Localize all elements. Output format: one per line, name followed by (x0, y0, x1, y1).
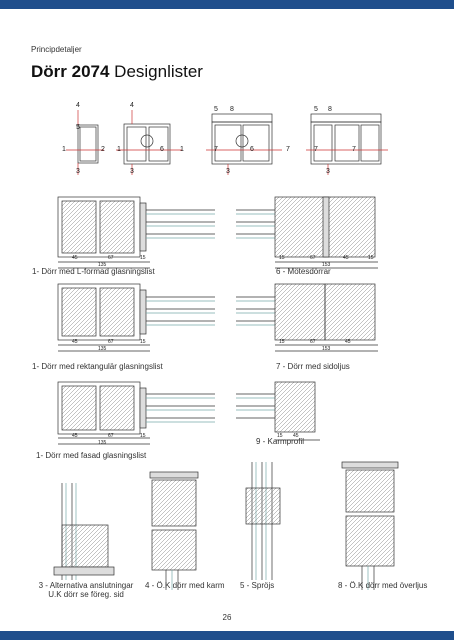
dim: 67 (310, 255, 316, 261)
dim: 67 (310, 339, 316, 345)
bottom-bar (0, 631, 454, 640)
v1-top-label: 4 (76, 102, 80, 109)
v3-bottom-label: 3 (226, 168, 230, 175)
caption-detail-4: 4 - Ö.K dörr med karm (145, 581, 225, 590)
dim: 135 (98, 262, 107, 268)
page-title: Dörr 2074 Designlister (31, 62, 203, 81)
caption-detail-1b: 1- Dörr med rektangulär glasningslist (32, 362, 163, 371)
dim: 15 (368, 255, 374, 261)
dim: 135 (98, 440, 107, 446)
dim: 15 (140, 339, 146, 345)
dim: 15 (140, 255, 146, 261)
v2-bottom-label: 3 (130, 168, 134, 175)
elevation-3 (206, 113, 282, 175)
v2-top-label: 4 (130, 102, 134, 109)
elevation-1 (66, 110, 104, 175)
caption-detail-7: 7 - Dörr med sidoljus (276, 362, 350, 371)
section-label: Principdetaljer (31, 45, 82, 54)
v3-center-label: 6 (250, 146, 254, 153)
dim: 45 (72, 255, 78, 261)
caption-detail-3: 3 - Alternativa anslutningar U.K dörr se… (38, 581, 134, 599)
elevation-4 (306, 113, 388, 175)
dim: 153 (322, 262, 331, 268)
v3-right-label: 7 (286, 146, 290, 153)
dim: 67 (108, 339, 114, 345)
detail-1 (57, 196, 215, 269)
detail-1c (57, 381, 215, 445)
page-number: 26 (222, 613, 232, 622)
dim: 67 (108, 255, 114, 261)
detail-6 (236, 196, 378, 269)
v2-left-label: 1 (117, 146, 121, 153)
v1-right-label: 2 (101, 146, 105, 153)
v3-top-a-label: 5 (214, 106, 218, 113)
top-bar (0, 0, 454, 9)
dim: 45 (293, 433, 299, 439)
dim: 15 (277, 433, 283, 439)
v1-bottom-label: 3 (76, 168, 80, 175)
elevation-2 (116, 110, 182, 175)
v4-top-a-label: 5 (314, 106, 318, 113)
detail-7 (236, 283, 378, 352)
detail-8 (341, 461, 399, 590)
detail-3 (53, 483, 115, 580)
caption-detail-1c: 1- Dörr med fasad glasningslist (36, 451, 147, 460)
v2-right-label: 1 (180, 146, 184, 153)
v2-center-label: 6 (160, 146, 164, 153)
caption-detail-8: 8 - Ö.K dörr med överljus (338, 581, 428, 590)
dim: 15 (279, 255, 285, 261)
dim: 135 (98, 346, 107, 352)
dim: 15 (279, 339, 285, 345)
caption-detail-5: 5 - Spröjs (240, 581, 275, 590)
caption-detail-1: 1- Dörr med L-formad glasningslist (32, 267, 155, 276)
dim: 45 (72, 339, 78, 345)
v1-mid-label: 5 (76, 124, 80, 131)
v4-bottom-label: 3 (326, 168, 330, 175)
v4-top-b-label: 8 (328, 106, 332, 113)
dim: 45 (72, 433, 78, 439)
detail-5 (245, 462, 281, 580)
dim: 45 (343, 255, 349, 261)
detail-1b (57, 283, 215, 352)
v4-left-label: 7 (314, 146, 318, 153)
dim: 45 (345, 339, 351, 345)
caption-detail-6: 6 - Mötesdörrar (276, 267, 331, 276)
detail-4 (149, 471, 199, 590)
v1-left-label: 1 (62, 146, 66, 153)
v4-right-label: 7 (352, 146, 356, 153)
dim: 15 (140, 433, 146, 439)
detail-9 (236, 381, 320, 441)
caption-detail-9: 9 - Karmprofil (256, 437, 305, 446)
dim: 67 (108, 433, 114, 439)
v3-left-label: 7 (214, 146, 218, 153)
dim: 153 (322, 346, 331, 352)
v3-top-b-label: 8 (230, 106, 234, 113)
